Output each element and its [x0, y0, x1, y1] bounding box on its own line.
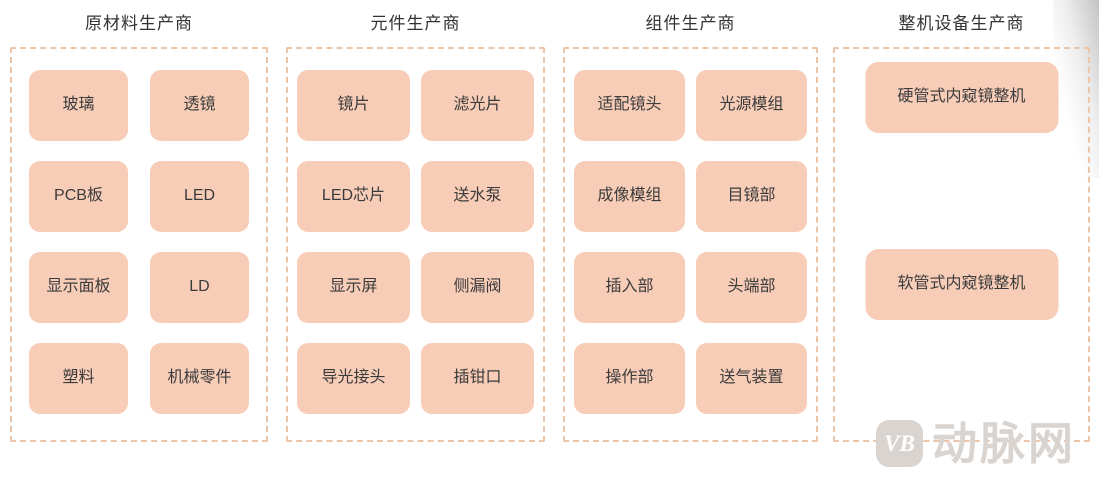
item-box: 透镜	[150, 70, 249, 141]
item-box: 操作部	[574, 343, 685, 414]
item-box: 导光接头	[297, 343, 410, 414]
column-raw-material-producers: 原材料生产商 玻璃 透镜 PCB板 LED 显示面板 LD 塑料 机械零件	[10, 0, 268, 452]
item-box: 机械零件	[150, 343, 249, 414]
column-module-producers: 组件生产商 适配镜头 光源模组 成像模组 目镜部 插入部 头端部 操作部 送气装…	[563, 0, 818, 452]
item-box: 成像模组	[574, 161, 685, 232]
column-component-producers: 元件生产商 镜片 滤光片 LED芯片 送水泵 显示屏 侧漏阀 导光接头 插钳口	[286, 0, 545, 452]
column-whole-machine-producers: 整机设备生产商 硬管式内窥镜整机 软管式内窥镜整机	[833, 0, 1090, 452]
column-panel: 镜片 滤光片 LED芯片 送水泵 显示屏 侧漏阀 导光接头 插钳口	[286, 47, 545, 442]
column-panel: 硬管式内窥镜整机 软管式内窥镜整机	[833, 47, 1090, 442]
item-box: 硬管式内窥镜整机	[865, 62, 1058, 133]
item-box: 适配镜头	[574, 70, 685, 141]
item-box: 插钳口	[421, 343, 534, 414]
item-box: 显示面板	[29, 252, 128, 323]
item-box: 光源模组	[696, 70, 807, 141]
column-title: 元件生产商	[370, 14, 461, 33]
item-box: LD	[150, 252, 249, 323]
item-box: 软管式内窥镜整机	[865, 249, 1058, 320]
item-box: 插入部	[574, 252, 685, 323]
item-box: 塑料	[29, 343, 128, 414]
item-box: 目镜部	[696, 161, 807, 232]
column-title: 原材料生产商	[85, 14, 193, 33]
item-box: PCB板	[29, 161, 128, 232]
item-box: 侧漏阀	[421, 252, 534, 323]
item-box: LED芯片	[297, 161, 410, 232]
column-title: 组件生产商	[645, 14, 736, 33]
item-box: 镜片	[297, 70, 410, 141]
item-box: 滤光片	[421, 70, 534, 141]
item-box: 显示屏	[297, 252, 410, 323]
item-box: 送水泵	[421, 161, 534, 232]
item-box: 头端部	[696, 252, 807, 323]
item-box: LED	[150, 161, 249, 232]
column-panel: 适配镜头 光源模组 成像模组 目镜部 插入部 头端部 操作部 送气装置	[563, 47, 818, 442]
item-box: 送气装置	[696, 343, 807, 414]
item-box: 玻璃	[29, 70, 128, 141]
column-panel: 玻璃 透镜 PCB板 LED 显示面板 LD 塑料 机械零件	[10, 47, 268, 442]
column-title: 整机设备生产商	[898, 14, 1025, 33]
